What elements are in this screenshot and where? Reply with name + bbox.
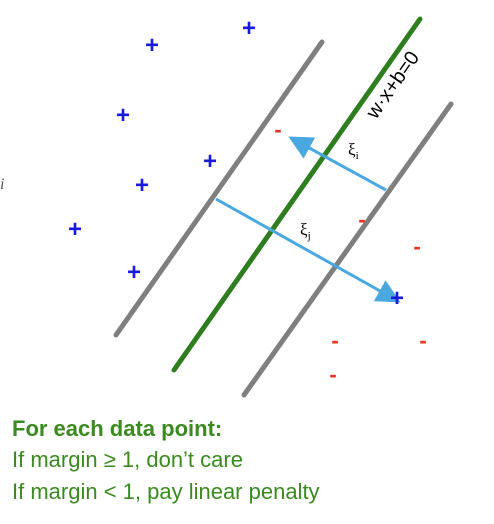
negative-point: - [331,328,338,353]
caption-heading: For each data point: [12,416,223,441]
caption: For each data point: If margin ≥ 1, don’… [12,414,492,508]
slack-label-j: ξj [300,220,311,242]
positive-point: + [68,216,82,243]
caption-line-1: If margin ≥ 1, don’t care [12,447,243,472]
negative-point: - [419,328,426,353]
svm-diagram: w·x+b=0 ξi ξj ++++++++------ [68,15,454,398]
slack-arrow-i [288,136,387,192]
caption-line-2: If margin < 1, pay linear penalty [12,479,320,504]
slack-label-i-sub: i [356,150,359,162]
slack-label-i-base: ξ [348,140,356,159]
data-points: ++++++++------ [68,15,427,387]
negative-point: - [329,362,336,387]
right-margin-line [241,101,454,398]
negative-point: - [413,234,420,259]
slack-label-j-base: ξ [300,220,308,239]
decision-boundary-line [171,16,423,373]
negative-point: - [274,117,281,142]
slack-label-i: ξi [348,140,359,162]
positive-point: + [127,259,141,286]
slack-label-j-sub: j [307,230,311,242]
slack-arrow-j [215,197,401,303]
positive-point: + [135,172,149,199]
positive-point: + [242,15,256,42]
positive-point: + [145,32,159,59]
left-margin-line [113,39,325,338]
positive-point: + [116,102,130,129]
negative-point: - [358,207,365,232]
positive-point: + [203,148,217,175]
edge-fragment-label: i [0,176,5,193]
positive-point: + [390,285,404,312]
